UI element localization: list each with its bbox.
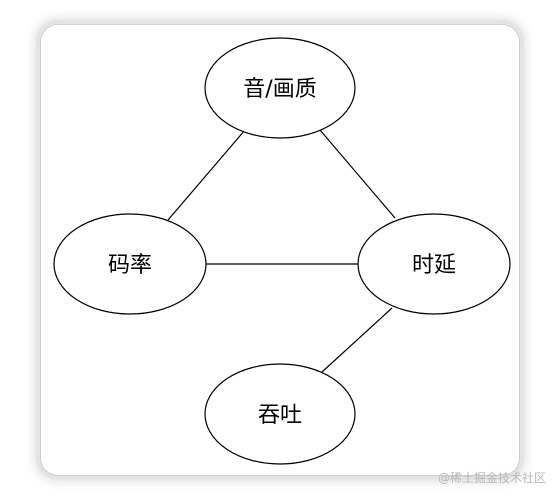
edge-quality-latency: [319, 129, 396, 219]
edge-latency-throughput: [321, 307, 393, 373]
node-bitrate: 码率: [53, 213, 207, 315]
node-throughput-label: 吞吐: [258, 403, 302, 428]
node-throughput: 吞吐: [204, 363, 356, 465]
node-latency-label: 时延: [412, 253, 456, 278]
node-bitrate-label: 码率: [108, 253, 152, 278]
node-quality-label: 音/画质: [243, 77, 316, 102]
watermark: @稀土掘金技术社区: [437, 471, 546, 485]
node-quality: 音/画质: [204, 37, 356, 139]
node-latency: 时延: [357, 213, 511, 315]
edge-quality-bitrate: [167, 129, 246, 221]
